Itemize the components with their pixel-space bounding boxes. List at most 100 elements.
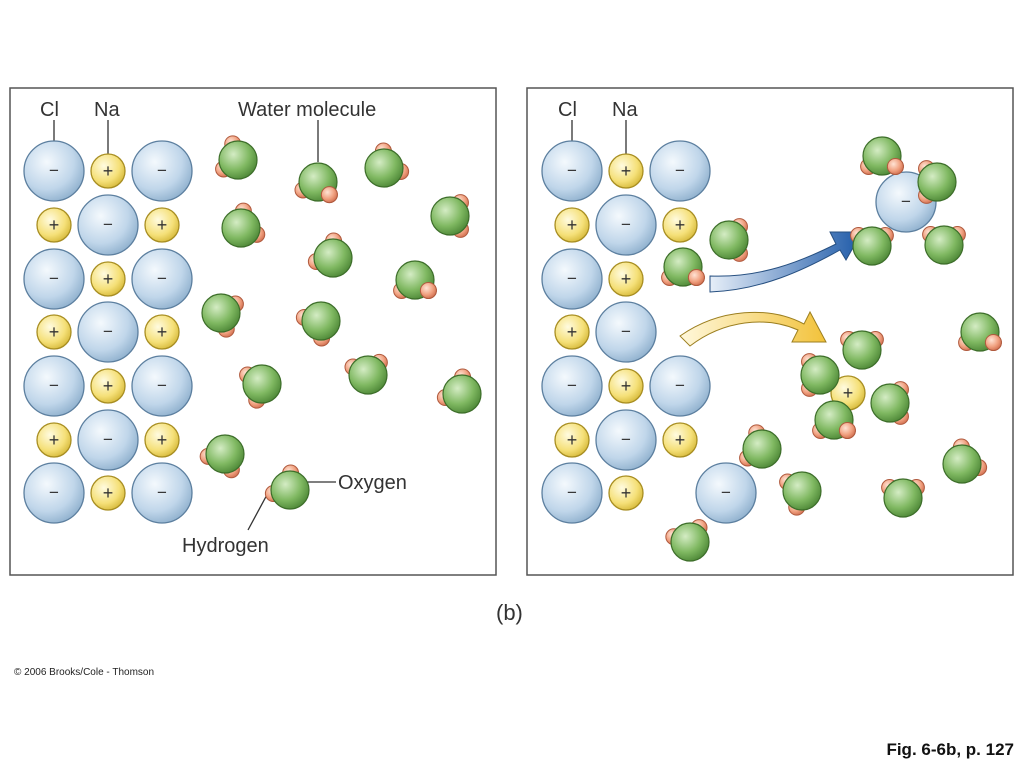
svg-text:−: − [621,322,631,341]
svg-text:−: − [49,161,59,180]
svg-text:+: + [675,215,686,235]
svg-text:−: − [103,430,113,449]
hydration-water-molecule [917,160,957,204]
water-molecule [958,312,1002,352]
svg-text:+: + [103,269,114,289]
sodium-ion: + [90,475,126,511]
svg-text:+: + [675,430,686,450]
water-molecule [393,260,437,300]
svg-text:−: − [157,376,167,395]
copyright-notice: © 2006 Brooks/Cole - Thomson [14,667,155,678]
sodium-ion: + [144,422,180,458]
water-molecule [661,247,705,287]
label-na-left: Na [94,99,120,121]
svg-text:+: + [567,322,578,342]
svg-text:+: + [103,161,114,181]
chloride-ion: − [23,140,85,202]
svg-text:−: − [157,483,167,502]
sodium-ion: + [36,314,72,350]
sodium-ion: + [608,261,644,297]
figure-caption: (b) [496,600,523,625]
hydration-water-molecule [840,330,884,370]
chloride-ion: − [595,301,657,363]
sodium-ion: + [36,207,72,243]
svg-text:−: − [567,161,577,180]
svg-text:+: + [621,376,632,396]
water-molecule [201,293,244,338]
svg-text:+: + [157,215,168,235]
chloride-ion: − [595,194,657,256]
chloride-ion: − [595,409,657,471]
water-molecule [881,478,925,518]
water-molecule [665,519,710,562]
dissolution-diagram: Cl Na Water molecule Oxygen Hydrogen Cl … [9,87,1014,576]
svg-text:−: − [567,483,577,502]
svg-text:−: − [675,376,685,395]
sodium-ion: + [608,368,644,404]
chloride-ion: − [77,301,139,363]
sodium-ion: + [36,422,72,458]
svg-text:+: + [103,483,114,503]
sodium-ion: + [554,314,590,350]
sodium-ion: + [662,422,698,458]
svg-text:+: + [567,215,578,235]
particles-layer: −+−+−+−+−+−+−+−+−+−+−−+−+−+−++−−+−+−+−+−… [23,135,1002,562]
water-molecule [436,368,482,414]
chloride-ion: − [695,462,757,524]
hydration-water-molecule [850,226,894,266]
svg-text:+: + [157,322,168,342]
sodium-ion: + [90,368,126,404]
label-oxygen: Oxygen [338,472,407,494]
water-molecule [239,364,282,409]
chloride-ion: − [23,462,85,524]
svg-text:−: − [567,376,577,395]
svg-text:+: + [843,383,854,403]
chloride-ion: − [23,355,85,417]
dissolution-arrow-sodium [679,310,827,347]
water-molecule [364,142,410,188]
svg-text:+: + [621,483,632,503]
hydration-water-molecule [812,400,856,440]
svg-text:−: − [157,269,167,288]
chloride-ion: − [541,140,603,202]
sodium-ion: + [90,261,126,297]
svg-text:−: − [157,161,167,180]
label-na-right: Na [612,99,638,121]
hydration-water-molecule [870,381,910,425]
figure-reference: Fig. 6-6b, p. 127 [886,740,1014,759]
chloride-ion: − [131,355,193,417]
sodium-ion: + [662,207,698,243]
water-molecule [344,353,388,395]
svg-text:−: − [567,269,577,288]
svg-text:−: − [49,269,59,288]
chloride-ion: − [131,140,193,202]
svg-text:+: + [49,430,60,450]
sodium-ion: + [608,475,644,511]
hydration-water-molecule [860,136,904,176]
chloride-ion: − [77,409,139,471]
svg-text:+: + [157,430,168,450]
sodium-ion: + [144,207,180,243]
chloride-ion: − [541,355,603,417]
svg-text:+: + [49,215,60,235]
water-molecule [264,464,310,510]
chloride-ion: − [649,355,711,417]
svg-text:+: + [621,269,632,289]
sodium-ion: + [90,153,126,189]
svg-text:−: − [621,430,631,449]
hydration-water-molecule [922,225,966,265]
sodium-ion: + [554,207,590,243]
svg-text:−: − [901,192,911,211]
water-molecule [739,424,782,469]
label-water-molecule: Water molecule [238,99,376,121]
water-molecule [430,194,470,238]
svg-text:+: + [49,322,60,342]
svg-text:−: − [721,483,731,502]
chloride-ion: − [77,194,139,256]
svg-text:+: + [567,430,578,450]
hydration-water-molecule [800,353,840,397]
chloride-ion: − [131,248,193,310]
water-molecule [709,218,749,262]
svg-text:+: + [621,161,632,181]
water-molecule [779,471,822,516]
